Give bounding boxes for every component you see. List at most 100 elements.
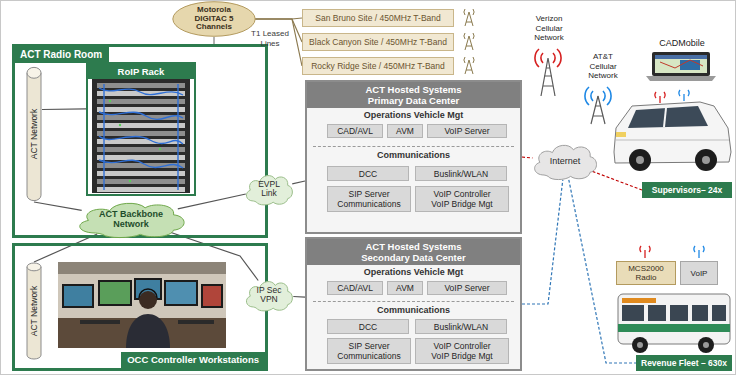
text-wrap: VoIP	[681, 262, 717, 284]
text-wrap: DCC	[328, 167, 408, 180]
node-label: San Bruno Site / 450MHz T-Band	[315, 13, 441, 23]
section-heading: Communications	[307, 150, 520, 160]
workstation-photo	[139, 291, 157, 309]
node-label: Motorola DIGITAC 5 Channels	[189, 6, 239, 32]
shape-outline	[27, 67, 41, 78]
laptop-picture	[646, 76, 716, 81]
bus-picture	[622, 305, 644, 321]
suv-picture	[629, 149, 651, 171]
text-wrap: Internet	[530, 140, 600, 182]
workstation-photo	[64, 286, 92, 306]
workstation-photo	[126, 314, 170, 348]
rack-photo	[129, 180, 131, 182]
rack-photo	[97, 163, 185, 168]
text-wrap: AVM	[388, 282, 422, 294]
node-label: ACT Backbone Network	[91, 209, 171, 229]
rack-photo	[97, 123, 185, 128]
rack-photo	[159, 148, 161, 150]
section-heading: Operations Vehicle Mgt	[307, 110, 520, 120]
node-label: VoIP Controller VoIP Bridge Mgt	[426, 341, 498, 361]
radio-ellipse: Motorola DIGITAC 5 Channels	[172, 1, 256, 37]
section-divider	[313, 146, 514, 147]
rack-photo	[97, 171, 185, 176]
node-label: Buslink/WLAN	[434, 322, 488, 332]
text-wrap: ACT Backbone Network	[72, 198, 190, 240]
bus-picture	[632, 337, 648, 353]
text-wrap: Motorola DIGITAC 5 Channels	[172, 1, 256, 37]
workstation-photo	[139, 289, 157, 298]
system-box: CAD/AVL	[327, 124, 383, 138]
connector	[522, 180, 563, 304]
node-label: VoIP	[691, 269, 708, 278]
section-heading: Communications	[307, 305, 520, 315]
node-label: Internet	[550, 156, 581, 166]
free-label: Verizon Cellular Network	[526, 14, 572, 43]
rack-photo	[97, 83, 185, 184]
bus-picture	[703, 342, 709, 348]
room-panel: OCC Controller Workstations ACT Network	[12, 243, 268, 371]
system-box: DCC	[327, 319, 409, 334]
workstation-photo	[100, 282, 130, 304]
text-slot: Operations Vehicle Mgt	[307, 110, 520, 120]
bus-picture	[698, 337, 714, 353]
node-heading: OCC Controller Workstations	[127, 354, 259, 365]
workstation-photo	[80, 320, 120, 324]
node-heading: ACT Hosted Systems Primary Data Center	[349, 84, 479, 106]
free-label: T1 Leased Lines	[250, 29, 290, 48]
node-heading: ACT Hosted Systems Secondary Data Center	[349, 241, 479, 263]
shape-outline	[246, 282, 292, 311]
rack-photo	[99, 136, 183, 144]
text-wrap: CAD/AVL	[328, 125, 382, 137]
bus-picture	[622, 298, 656, 303]
system-box: VoIP Server	[427, 124, 507, 138]
voip-box: VoIP	[680, 261, 718, 285]
rack-photo	[97, 131, 185, 136]
suv-picture	[616, 140, 729, 141]
data-center-box: ACT Hosted Systems Secondary Data Center…	[305, 237, 522, 371]
rack-photo	[109, 100, 111, 102]
text-slot: ACT Radio Room	[15, 47, 109, 63]
workstation-photo	[58, 262, 226, 348]
connector	[170, 232, 258, 280]
system-box: AVM	[387, 281, 423, 295]
connector	[292, 181, 305, 184]
connector	[34, 202, 82, 210]
node-label: CAD/AVL	[337, 126, 373, 136]
rack-photo	[99, 88, 183, 95]
workstation-photo	[98, 280, 132, 306]
connector	[178, 194, 246, 209]
system-box: Buslink/WLAN	[415, 319, 507, 334]
workstation-photo	[203, 286, 221, 306]
suv-picture	[702, 156, 710, 164]
text-slot: OCC Controller Workstations	[121, 352, 265, 368]
network-cylinder: ACT Network	[26, 262, 42, 360]
suv-picture	[616, 132, 626, 137]
fleet-label: Supervisors– 24x	[642, 182, 732, 198]
bus-picture	[637, 342, 643, 348]
section-heading: Operations Vehicle Mgt	[307, 267, 520, 277]
cell-tower	[535, 49, 561, 67]
text-wrap: CAD/AVL	[328, 282, 382, 294]
network-cloud: EVPL Link	[243, 171, 295, 207]
system-box: SIP Server Communications	[327, 338, 411, 364]
text-slot: Communications	[307, 150, 520, 160]
site-box: Black Canyon Site / 450MHz T-Band	[302, 33, 454, 51]
text-slot: ACT Network	[29, 109, 39, 159]
system-box: Buslink/WLAN	[415, 166, 507, 181]
shape-outline	[173, 2, 255, 37]
rack-photo	[99, 160, 183, 168]
laptop-picture	[680, 60, 700, 70]
site-box: Rocky Ridge Site / 450MHz T-Band	[302, 57, 454, 75]
suv-picture	[655, 92, 665, 103]
suv-picture	[636, 156, 644, 164]
node-label: DCC	[359, 322, 377, 332]
node-label: Revenue Fleet – 630x	[641, 358, 727, 368]
rack-photo	[97, 83, 185, 88]
bus-picture	[622, 305, 726, 321]
workstation-photo	[201, 284, 223, 308]
text-wrap: IP Sec VPN	[243, 277, 295, 313]
text-wrap: Rocky Ridge Site / 450MHz T-Band	[303, 58, 453, 74]
node-heading: RoIP Rack	[118, 66, 165, 77]
rack-photo	[97, 99, 185, 104]
